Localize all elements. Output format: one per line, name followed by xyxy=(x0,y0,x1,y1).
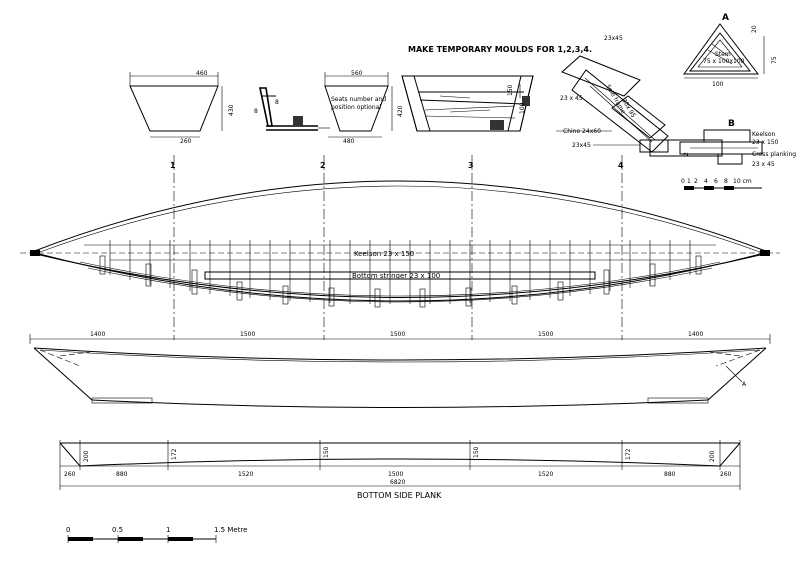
scale-m-05: 0.5 xyxy=(112,526,123,534)
mould1-top-dim: 460 xyxy=(196,70,208,77)
station-3: 3 xyxy=(468,161,474,170)
mould3-height-dim: 150 xyxy=(507,84,514,96)
side-elevation: A xyxy=(33,347,767,408)
detail-b-label: B xyxy=(728,119,735,129)
spacing-4: 1500 xyxy=(538,331,553,338)
mould-3: 150 100 xyxy=(401,75,534,132)
plank-overall: 6820 xyxy=(390,479,405,486)
keelson-label: Keelson 23 x 150 xyxy=(354,250,414,258)
plank-seg-1: 260 xyxy=(64,471,76,478)
plank-seg-3: 1520 xyxy=(238,471,253,478)
mould2-t1: 8 xyxy=(254,108,258,115)
mould-2: 8 8 Seats number and position optional xyxy=(254,87,386,131)
elevation-detail-marker: A xyxy=(742,381,747,388)
detail-b-cross: Cross planking xyxy=(752,151,796,158)
detail-b-keelson-dim: 23 x 150 xyxy=(752,139,779,146)
mould-2-outline: 560 480 420 xyxy=(324,70,404,145)
spacing-2: 1500 xyxy=(240,331,255,338)
detail-a-width: 100 xyxy=(712,81,724,88)
scale-cm-0: 0 xyxy=(681,178,685,185)
scale-bar-metre: 0 0.5 1 1.5 Metre xyxy=(66,526,247,543)
plank-h-2: 172 xyxy=(171,448,178,460)
plank-seg-2: 880 xyxy=(116,471,128,478)
mould2-top-dim: 560 xyxy=(351,70,363,77)
detail-a-stem-dim: 75 x 100x100 xyxy=(703,58,745,65)
stringer-label: Bottom stringer 23 x 100 xyxy=(352,272,440,280)
scale-m-15: 1.5 Metre xyxy=(214,526,247,534)
plank-seg-6: 880 xyxy=(664,471,676,478)
seats-note-2: position optional xyxy=(331,104,381,111)
frames xyxy=(99,255,702,308)
station-1: 1 xyxy=(170,161,176,170)
mould4-chine: Chine 24x60 xyxy=(563,128,601,135)
mould1-height-dim: 430 xyxy=(228,104,235,116)
detail-b-bottom: 23 x 45 xyxy=(752,161,775,168)
bottom-side-plank-title: BOTTOM SIDE PLANK xyxy=(357,491,442,500)
mould4-left-dim: 23 x 45 xyxy=(560,95,583,102)
detail-b: B Keelson 23 x 150 Cross planking 23 x 4… xyxy=(679,119,796,168)
moulds-heading: MAKE TEMPORARY MOULDS FOR 1,2,3,4. xyxy=(408,45,592,54)
scale-cm-8: 8 xyxy=(724,178,728,185)
detail-a: A Stem 75 x 100x100 100 75 20 xyxy=(683,13,778,88)
plank-h-3: 150 xyxy=(323,446,330,458)
plank-h-6: 200 xyxy=(709,450,716,462)
plank-seg-7: 260 xyxy=(720,471,732,478)
mould-1: 460 260 430 xyxy=(129,70,235,145)
scale-m-0: 0 xyxy=(66,526,70,534)
mould1-bottom-dim: 260 xyxy=(180,138,192,145)
detail-a-side: 75 xyxy=(771,56,778,64)
station-spacing: 1400 1500 1500 1500 1400 xyxy=(29,331,771,344)
mould4-top-dim: 23x45 xyxy=(604,35,623,42)
bottom-side-plank: 200 172 150 150 172 200 260 880 1520 150… xyxy=(59,440,741,500)
scale-cm-4: 4 xyxy=(704,178,708,185)
mould2-bottom-dim: 480 xyxy=(343,138,355,145)
detail-a-stem-label: Stem xyxy=(715,51,731,58)
spacing-1: 1400 xyxy=(90,331,105,338)
spacing-5: 1400 xyxy=(688,331,703,338)
scale-cm-6: 6 xyxy=(714,178,718,185)
scale-bar-cm: 0 1 2 4 6 8 10 cm xyxy=(681,178,762,190)
station-lines: 1 2 3 4 xyxy=(170,155,624,340)
mould2-height-dim: 420 xyxy=(397,105,404,117)
plank-h-5: 172 xyxy=(625,448,632,460)
plank-h-1: 200 xyxy=(83,450,90,462)
detail-a-top: 20 xyxy=(751,25,758,33)
plank-h-4: 150 xyxy=(473,446,480,458)
scale-m-1: 1 xyxy=(166,526,170,534)
detail-b-keelson: Keelson xyxy=(752,131,775,138)
station-2: 2 xyxy=(320,161,326,170)
scale-cm-2: 2 xyxy=(694,178,698,185)
plank-seg-5: 1520 xyxy=(538,471,553,478)
scale-cm-10: 10 cm xyxy=(733,178,752,185)
detail-a-label: A xyxy=(722,13,729,23)
mould3-side-dim: 100 xyxy=(519,102,526,114)
station-4: 4 xyxy=(618,161,624,170)
plan-view: Keelson 23 x 150 Bottom stringer 23 x 10… xyxy=(20,180,780,308)
seats-note-1: Seats number and xyxy=(331,96,386,103)
scale-cm-1: 1 xyxy=(687,178,691,185)
mould4-bottom-dim: 23x45 xyxy=(572,142,591,149)
spacing-3: 1500 xyxy=(390,331,405,338)
plank-seg-4: 1500 xyxy=(388,471,403,478)
mould2-t2: 8 xyxy=(275,99,279,106)
